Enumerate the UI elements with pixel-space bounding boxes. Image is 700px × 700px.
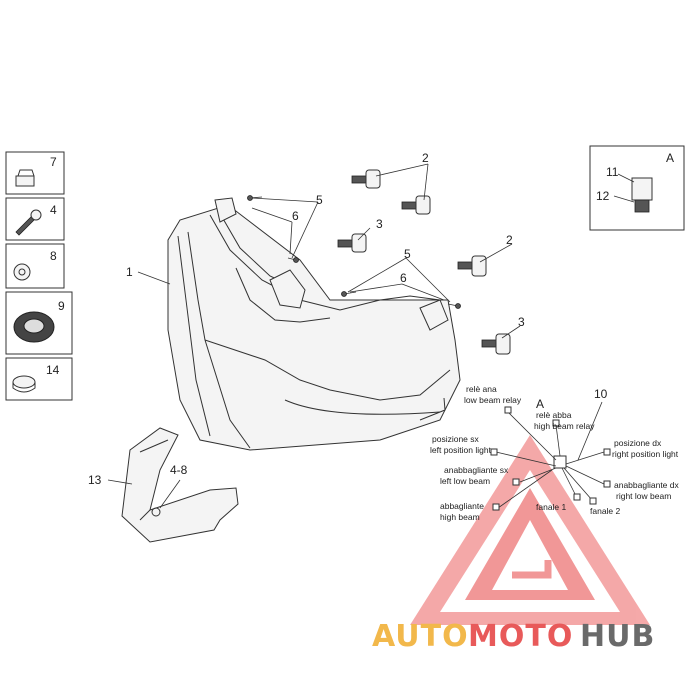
- label-high-beam-relay: high beam relay: [534, 421, 595, 431]
- bulb-holder-mid-right: [457, 255, 487, 277]
- callout-13: 13: [88, 473, 102, 487]
- label-high-beam: high beam: [440, 512, 480, 522]
- watermark-text-moto: MOTO: [468, 619, 573, 654]
- label-anabbagliante-sx: anabbagliante sx: [444, 465, 509, 475]
- detail-box-a: A 11 12: [589, 145, 685, 231]
- callout-2-lower: 2: [506, 233, 513, 247]
- label-left-low-beam: left low beam: [440, 476, 490, 486]
- part-box-14: 14: [5, 357, 73, 401]
- label-low-beam-relay: low beam relay: [464, 395, 522, 405]
- part-box-8: 8: [5, 243, 65, 289]
- callout-6-upper: 6: [292, 209, 299, 223]
- leader-lines: [107, 163, 521, 509]
- callout-3-upper: 3: [376, 217, 383, 231]
- callout-1: 1: [126, 265, 133, 279]
- label-fanale-1: fanale 1: [536, 502, 567, 512]
- part-box-4: 4: [5, 197, 65, 241]
- callout-7: 7: [50, 155, 57, 169]
- label-anabbagliante-dx: anabbagliante dx: [614, 480, 680, 490]
- label-right-low-beam: right low beam: [616, 491, 671, 501]
- bulb-holder-lower-right: [481, 333, 511, 355]
- screws: [247, 195, 461, 309]
- label-posizione-dx: posizione dx: [614, 438, 662, 448]
- label-abbagliante: abbagliante: [440, 501, 484, 511]
- label-left-position-light: left position light: [430, 445, 492, 455]
- part-box-7: 7: [5, 151, 65, 195]
- callout-10: 10: [594, 387, 608, 401]
- wiring-letter-a: A: [536, 397, 544, 411]
- mounting-bracket: [121, 427, 239, 543]
- headlight-assembly: [167, 197, 461, 451]
- callout-11: 11: [606, 165, 619, 179]
- callout-5-upper: 5: [316, 193, 323, 207]
- watermark-logo: [410, 435, 650, 625]
- watermark-text-auto: AUTO: [372, 619, 469, 654]
- callout-4: 4: [50, 203, 57, 217]
- callout-3-lower: 3: [518, 315, 525, 329]
- callout-5-lower: 5: [404, 247, 411, 261]
- callout-2-upper: 2: [422, 151, 429, 165]
- callout-14: 14: [46, 363, 60, 377]
- label-rele-ana: relè ana: [466, 384, 497, 394]
- callout-6-lower: 6: [400, 271, 407, 285]
- callout-8: 8: [50, 249, 57, 263]
- detail-letter-a: A: [666, 151, 674, 165]
- bulb-holder-upper-left: [351, 169, 381, 189]
- label-posizione-sx: posizione sx: [432, 434, 480, 444]
- label-rele-abba: relè abba: [536, 410, 572, 420]
- part-box-9: 9: [5, 291, 73, 355]
- callout-12: 12: [596, 189, 610, 203]
- wiring-harness: A 10 relè ana low beam relay relè abba h…: [430, 384, 680, 522]
- bulb-holder-mid-left: [337, 233, 367, 253]
- label-right-position-light: right position light: [612, 449, 679, 459]
- callout-9: 9: [58, 299, 65, 313]
- callout-4-8: 4-8: [170, 463, 188, 477]
- label-fanale-2: fanale 2: [590, 506, 621, 516]
- watermark-text-hub: HUB: [580, 619, 655, 654]
- bulb-holder-upper-right: [401, 195, 431, 215]
